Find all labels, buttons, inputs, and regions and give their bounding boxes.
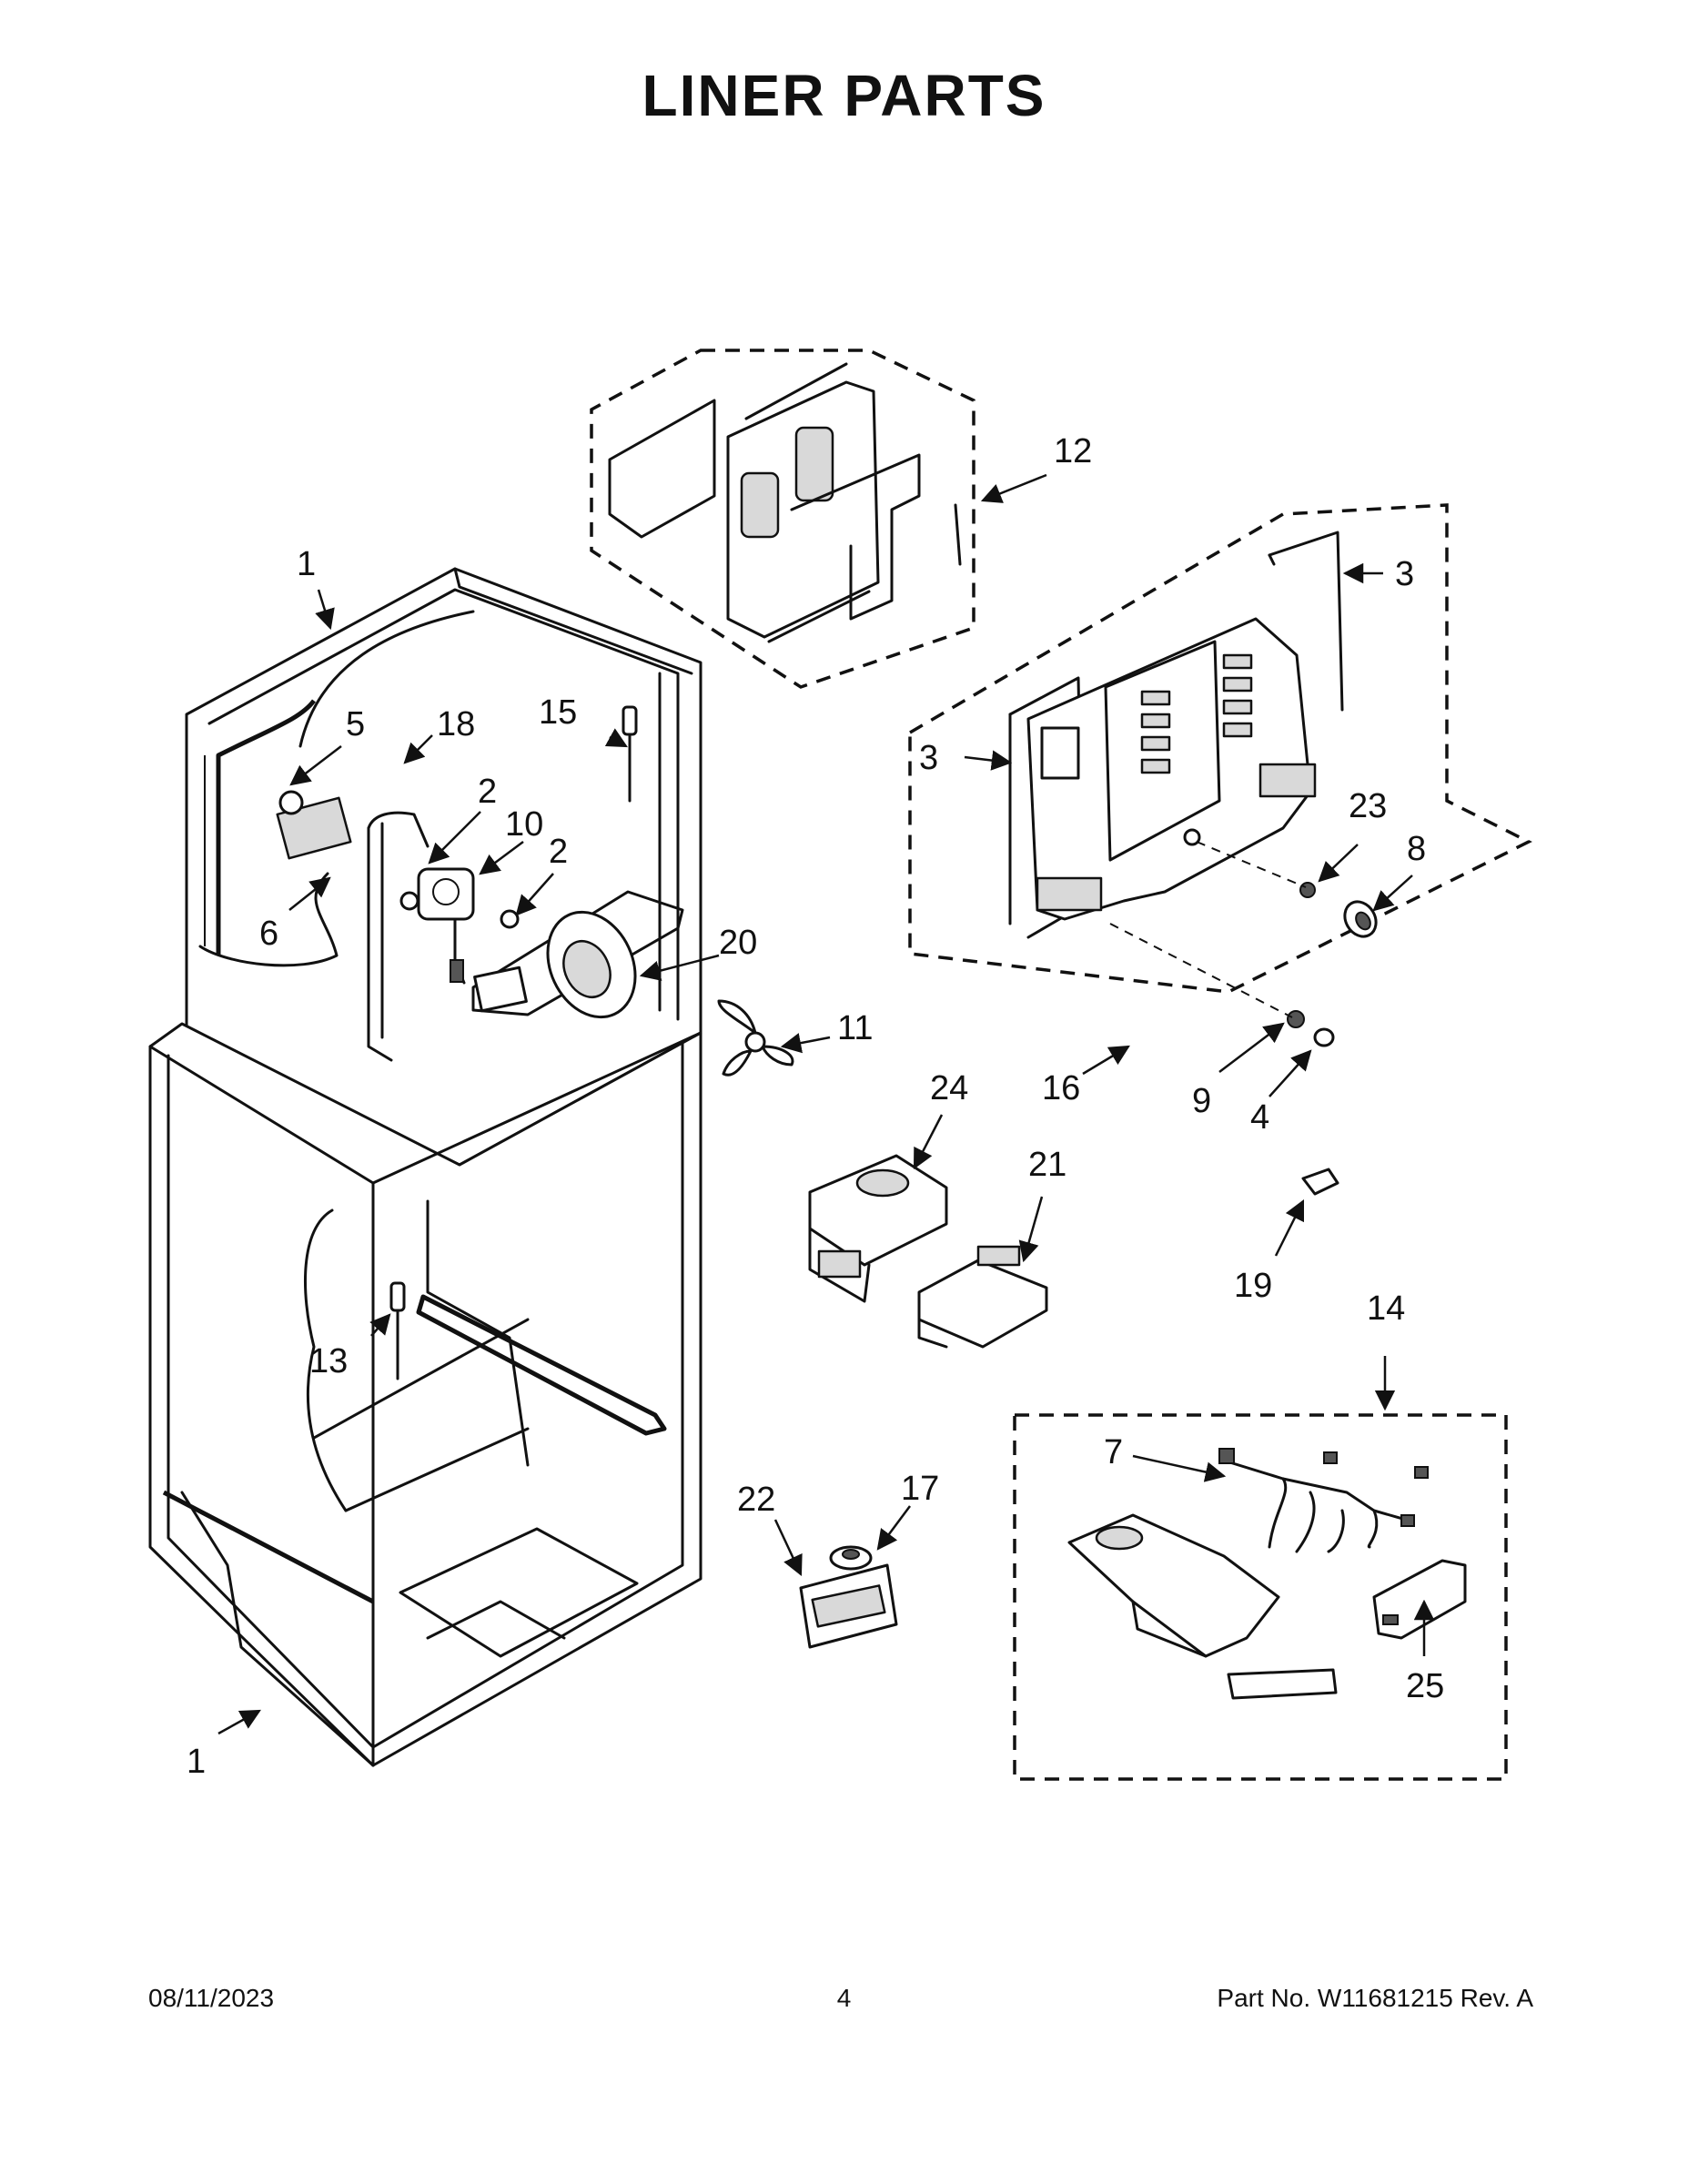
leader-lines — [217, 473, 1435, 1735]
air-damper-housing — [808, 1154, 948, 1303]
callout-18: 18 — [437, 705, 475, 743]
callout-14: 14 — [1367, 1289, 1405, 1328]
callout-21: 21 — [1028, 1146, 1066, 1184]
fan-motor — [399, 867, 520, 985]
callout-2-right: 2 — [549, 833, 568, 871]
callout-20: 20 — [719, 924, 757, 962]
callout-19: 19 — [1234, 1267, 1272, 1305]
callout-23: 23 — [1349, 787, 1387, 825]
knob-assembly — [829, 1545, 873, 1571]
callout-22: 22 — [737, 1481, 775, 1519]
vent-grille — [799, 1563, 898, 1649]
callout-15: 15 — [539, 693, 577, 732]
callout-16: 16 — [1042, 1069, 1080, 1107]
callout-4: 4 — [1250, 1098, 1269, 1137]
page-title: LINER PARTS — [642, 63, 1046, 128]
fresh-food-liner — [148, 1022, 702, 1767]
callout-1-lower: 1 — [187, 1743, 206, 1781]
control-kit-group — [1013, 1413, 1508, 1781]
fan-blade — [717, 999, 794, 1077]
callout-7: 7 — [1104, 1433, 1123, 1471]
callout-17: 17 — [901, 1470, 939, 1508]
callout-9: 9 — [1192, 1082, 1211, 1120]
callout-1-upper: 1 — [297, 545, 316, 583]
callout-24: 24 — [930, 1069, 968, 1107]
callout-11: 11 — [837, 1009, 873, 1047]
callout-2-left: 2 — [478, 773, 497, 811]
callout-3-right: 3 — [1395, 555, 1414, 593]
panel-vents — [1140, 653, 1253, 774]
callout-3-left: 3 — [919, 739, 938, 777]
small-hardware — [1109, 841, 1378, 1047]
callout-13: 13 — [309, 1342, 348, 1380]
callout-10: 10 — [505, 805, 543, 844]
callout-12: 12 — [1054, 432, 1092, 470]
evaporator-cover-assembly — [276, 790, 684, 1019]
footer-part-number: Part No. W11681215 Rev. A — [1217, 1984, 1533, 2012]
footer-page-number: 4 — [836, 1984, 852, 2012]
bracket-tray — [917, 1245, 1048, 1349]
footer-date: 08/11/2023 — [148, 1984, 275, 2012]
air-tower-kit-group — [590, 349, 975, 689]
thermistor-lower — [389, 1281, 406, 1380]
callout-labels: 1 1 2 2 3 3 4 5 6 7 8 9 10 11 12 13 14 1… — [187, 432, 1444, 1781]
thermistor-upper — [622, 705, 638, 803]
callout-25: 25 — [1406, 1667, 1444, 1705]
callout-8: 8 — [1407, 830, 1426, 868]
callout-6: 6 — [259, 915, 278, 953]
switch-clip — [1301, 1168, 1339, 1196]
rear-panel-assembly-group — [908, 503, 1532, 994]
callout-5: 5 — [346, 705, 365, 743]
